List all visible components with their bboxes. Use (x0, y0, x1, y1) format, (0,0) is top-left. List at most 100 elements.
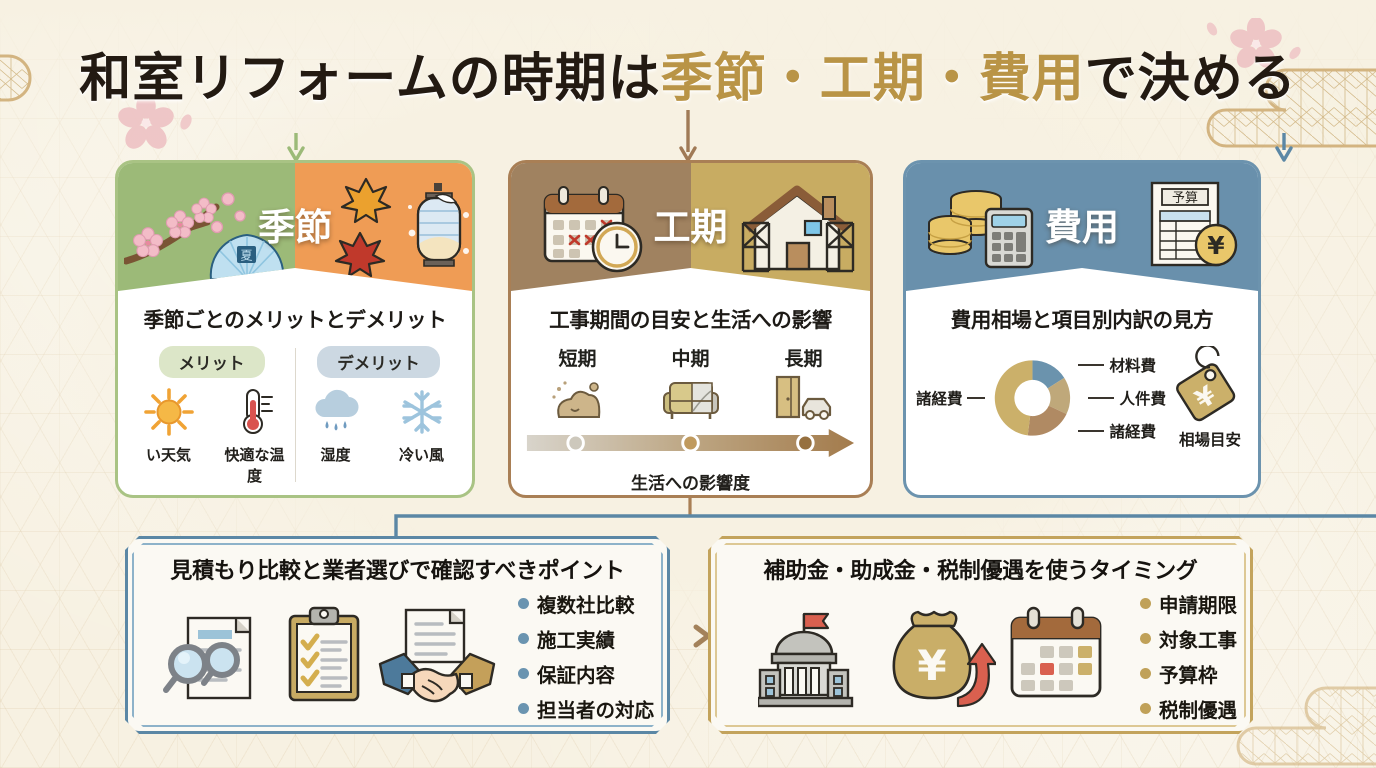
demerit-item-cold-wind-label: 冷い風 (398, 447, 444, 464)
page-title-prefix: 和室リフォームの時期は (79, 48, 661, 109)
bullet-dot (517, 633, 529, 644)
merit-item-weather-label: い天気 (145, 447, 191, 464)
donut-slice-人件費 (1047, 377, 1070, 415)
sakura-blossom-icon-2 (1230, 16, 1282, 75)
list-item: 施工実績 (517, 624, 654, 653)
timeline-track (525, 429, 856, 462)
card-season-badge: 季節 (258, 205, 332, 249)
bullet-dot (517, 703, 529, 714)
merit-item-temperature-label: 快適な温度 (224, 447, 285, 485)
card-season-header: 夏 季節 (118, 163, 472, 291)
card-cost-subtitle: 費用相場と項目別内訳の見方 (950, 309, 1214, 332)
bullet-dot (1139, 703, 1151, 714)
bullet-label: 申請期限 (1158, 595, 1237, 617)
timeline-icon-slot-3 (747, 375, 860, 421)
legend-label-labor: 人件費 (1119, 391, 1166, 408)
list-item: 担当者の対応 (517, 694, 654, 723)
card-period-body: 工事期間の目安と生活への影響 短期 中期 長期 (511, 291, 870, 495)
demerit-item-humidity-label: 湿度 (320, 447, 351, 464)
door-car-icon (775, 375, 831, 420)
merit-icons: い天気 快適な温度 (128, 387, 295, 486)
price-tag-icon: ¥ (1176, 344, 1236, 422)
kasumi-cloud-icon-bottomright (1176, 668, 1376, 768)
calendar-icon (1010, 606, 1102, 698)
card-period-header: 工期 (511, 163, 870, 291)
legend-label-material: 材料費 (1109, 358, 1156, 375)
quote-card-bullets: 複数社比較 施工実績 保証内容 担当者の対応 (517, 589, 654, 723)
card-cost-badge: 費用 (1045, 205, 1119, 249)
page-title: 和室リフォームの時期は季節・工期・費用で決める (0, 36, 1376, 111)
bullet-label: 担当者の対応 (536, 700, 654, 722)
merit-item-weather: い天気 (133, 387, 205, 486)
donut-legend-row-material: 材料費 (1078, 354, 1166, 376)
card-subsidy-timing[interactable]: 補助金・助成金・税制優遇を使うタイミング (708, 536, 1253, 734)
demerit-icons: 湿度 冷い風 (295, 387, 462, 465)
covered-sofa-icon (662, 382, 719, 419)
handshake-icon (379, 608, 496, 703)
timeline-icon-slot-2 (634, 375, 747, 421)
coin-stack-icon (928, 190, 1034, 269)
donut-legend-row-labor: 人件費 (1088, 387, 1166, 409)
donut-slice-諸経費 (994, 360, 1033, 436)
bullet-dot (1139, 633, 1151, 644)
cost-breakdown-row: 諸経費 材料費 人件費 諸経費 (916, 339, 1248, 457)
house-scaffold-icon (741, 185, 855, 273)
subsidy-card-title: 補助金・助成金・税制優遇を使うタイミング (763, 558, 1198, 583)
quote-card-content: 複数社比較 施工実績 保証内容 担当者の対応 (125, 585, 670, 723)
merit-item-temperature: 快適な温度 (219, 387, 291, 486)
government-building-icon (757, 612, 854, 708)
timeline-arrow (526, 429, 855, 457)
donut-legend-row-misc: 諸経費 (1078, 420, 1166, 442)
bullet-dot (1139, 668, 1151, 679)
timeline-icons (521, 375, 860, 421)
demerit-item-cold-wind: 冷い風 (386, 387, 458, 465)
money-bag-arrow-icon: ¥ (892, 610, 996, 708)
donut-left-legend-label: 諸経費 (916, 391, 963, 408)
subsidy-card-bullets: 申請期限 対象工事 予算枠 税制優遇 (1139, 589, 1237, 723)
budget-sheet-label: 予算 (1172, 191, 1198, 206)
donut-legend: 材料費 人件費 諸経費 (1078, 354, 1166, 442)
demerit-column: デメリット 湿度 (295, 346, 462, 486)
card-cost-header: 費用 予算 ¥ (906, 163, 1258, 291)
demerit-item-humidity: 湿度 (300, 387, 372, 465)
kasumi-cloud-icon-topright (1136, 60, 1376, 150)
sakura-petal-icon-3 (1288, 44, 1302, 67)
bullet-label: 対象工事 (1158, 630, 1237, 652)
merit-demerit-divider (295, 348, 296, 482)
bullet-dot (1139, 598, 1151, 609)
document-magnifier-icon (163, 616, 252, 700)
list-item: 税制優遇 (1139, 694, 1237, 723)
page-title-highlight: 季節・工期・費用 (660, 48, 1085, 109)
price-tag-label: 相場目安 (1178, 432, 1241, 449)
list-item: 対象工事 (1139, 624, 1237, 653)
bullet-dot (517, 668, 529, 679)
yen-coin-icon (1194, 223, 1238, 267)
donut-left-leader-line (966, 397, 985, 399)
legend-leader-line-3 (1078, 430, 1105, 432)
legend-label-misc: 諸経費 (1109, 424, 1156, 441)
clipboard-check-icon (289, 606, 360, 702)
sakura-blossom-icon-1 (118, 93, 174, 156)
card-period[interactable]: 工期 工事期間の目安と生活への影響 短期 中期 長期 (508, 160, 873, 498)
list-item: 複数社比較 (517, 589, 654, 618)
quote-card-title: 見積もり比較と業者選びで確認すべきポイント (170, 558, 625, 583)
card-cost-body: 費用相場と項目別内訳の見方 諸経費 材料費 人件費 諸経費 (906, 291, 1258, 467)
list-item: 予算枠 (1139, 659, 1237, 688)
svg-text:¥: ¥ (917, 641, 946, 690)
sun-icon (143, 388, 194, 436)
lantern-icon (408, 183, 469, 267)
card-season[interactable]: 夏 季節 季節ごとのメリットとデメリット (115, 160, 475, 498)
subsidy-card-icons: ¥ (724, 602, 1140, 710)
sakura-branch-icon (124, 192, 246, 265)
card-period-subtitle: 工事期間の目安と生活への影響 (549, 309, 832, 332)
card-cost[interactable]: 費用 予算 ¥ 費用相場と項目別内訳の見方 諸経費 材料費 (903, 160, 1261, 498)
list-item: 保証内容 (517, 659, 654, 688)
legend-leader-line-2 (1088, 397, 1115, 399)
bullet-label: 複数社比較 (536, 595, 635, 617)
quote-card-icons (141, 602, 518, 710)
demerit-pill: デメリット (317, 346, 440, 378)
bullet-label: 税制優遇 (1158, 700, 1237, 722)
maple-leaf-icon (334, 177, 392, 278)
card-quote-comparison[interactable]: 見積もり比較と業者選びで確認すべきポイント (125, 536, 670, 734)
card-period-badge: 工期 (653, 205, 728, 249)
